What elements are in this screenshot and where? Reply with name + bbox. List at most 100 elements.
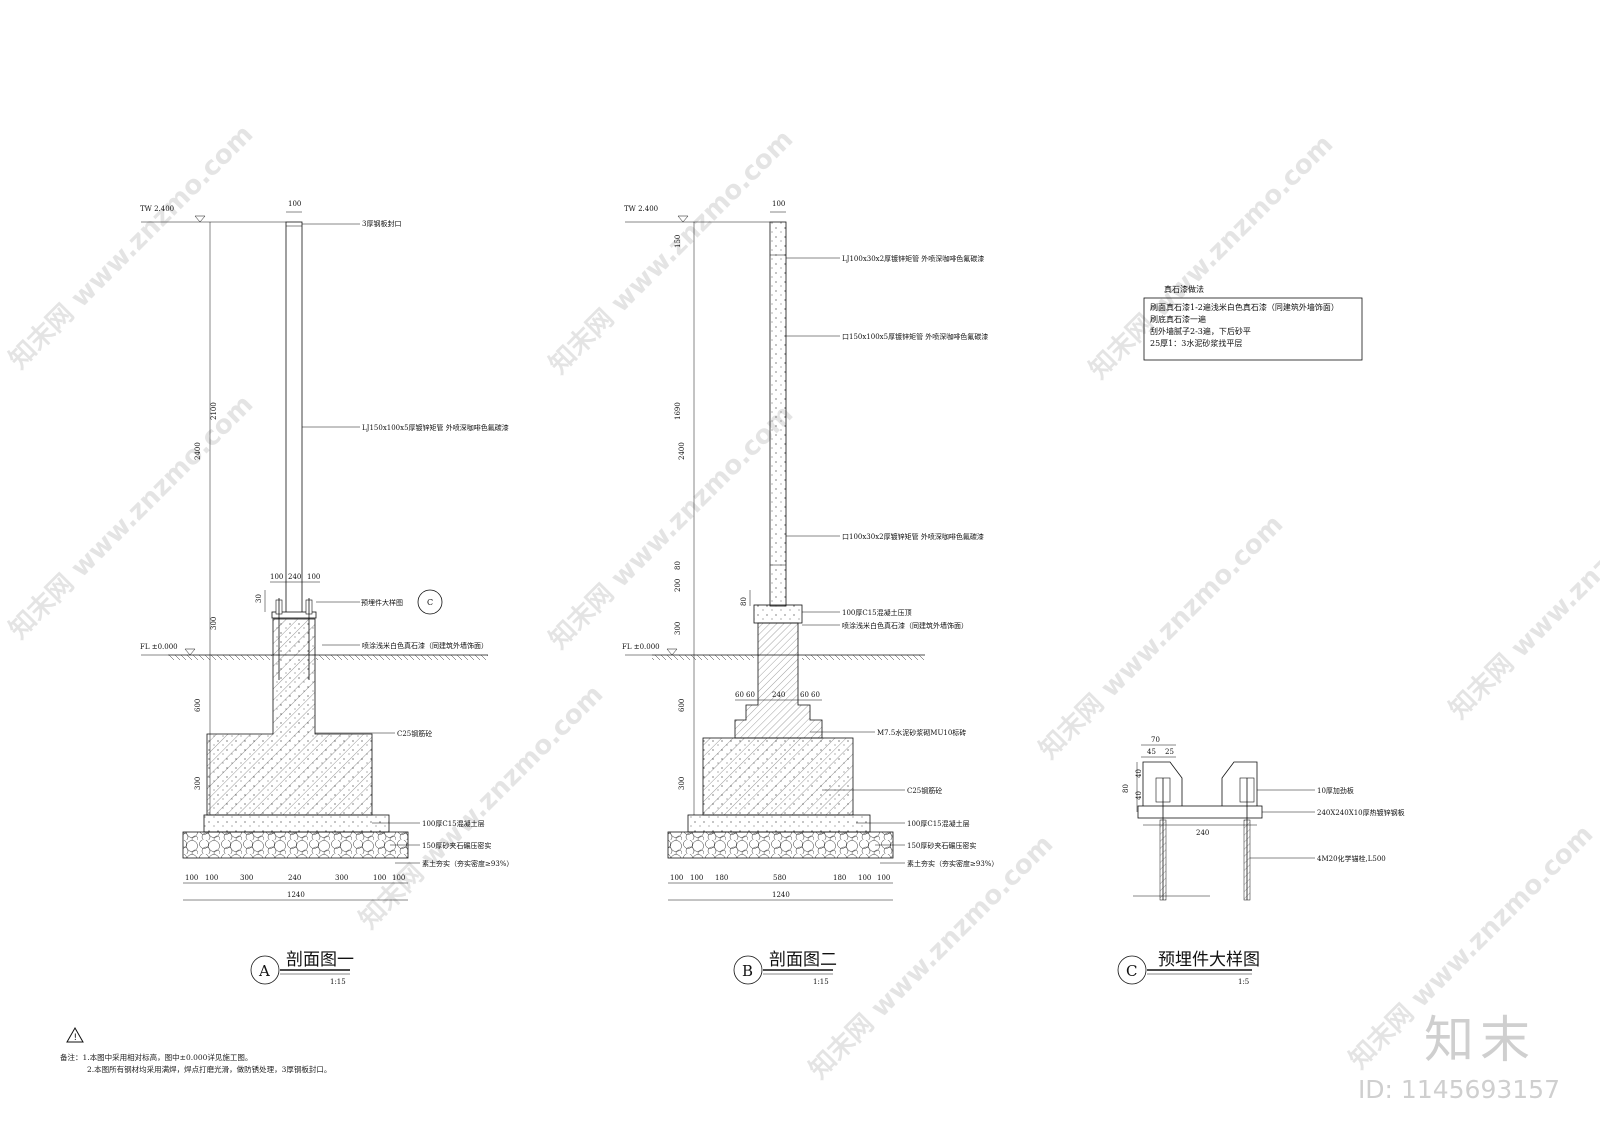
svg-text:!: ! — [74, 1033, 78, 1043]
detail-ref-letter: C — [427, 598, 433, 607]
label-b: 喷涂浅米白色真石漆（同建筑外墙饰面） — [842, 621, 968, 630]
concrete-cap — [753, 604, 803, 624]
brand-logo: 知末 — [1424, 1011, 1536, 1069]
section-b-text: TW 2.400 FL ±0.000 100 2400 150 1690 80 … — [622, 200, 998, 986]
dim-v-a: 2400 — [194, 442, 202, 460]
warning-icon: ! — [66, 1027, 84, 1043]
dim-bottom-b: 100 — [670, 874, 683, 882]
label-a: 素土夯实（夯实密度≥93%） — [422, 859, 513, 868]
label-b: 口150x100x5厚镀锌矩管 外喷深咖啡色氟碳漆 — [842, 332, 988, 341]
c15-layer — [687, 814, 871, 833]
section-c-scale: 1:5 — [1238, 978, 1249, 986]
label-a: 预埋件大样图 — [361, 598, 403, 607]
section-c-letter: C — [1126, 962, 1137, 980]
dim-mid-b: 60 — [735, 691, 744, 699]
dim-bottom-b: 100 — [877, 874, 890, 882]
section-b-drawing — [625, 211, 925, 985]
gravel-layer — [667, 831, 894, 859]
elev-top-a: TW 2.400 — [140, 205, 174, 213]
dim-mid-a: 240 — [288, 573, 301, 581]
label-c: 10厚加劲板 — [1317, 786, 1354, 795]
dim-v-b: 80 — [740, 597, 748, 606]
dim-total-b: 1240 — [772, 891, 790, 899]
label-b: 素土夯实（夯实密度≥93%） — [907, 859, 998, 868]
label-a: 100厚C15混凝土层 — [422, 819, 485, 828]
steel-post — [285, 221, 303, 615]
section-b-letter: B — [742, 962, 753, 980]
dim-c: 45 — [1147, 748, 1156, 756]
dim-mid-a: 100 — [270, 573, 283, 581]
section-a-letter: A — [258, 962, 270, 980]
dim-v-b: 80 — [674, 561, 682, 570]
watermark-text: 知末网 www.znzmo.com — [4, 389, 259, 644]
section-c-drawing — [1117, 744, 1315, 985]
label-b: 100厚C15混凝土压顶 — [842, 608, 912, 617]
dim-mid-b: 60 — [811, 691, 820, 699]
dim-v-b: 200 — [674, 579, 682, 592]
watermark-text: 知末网 www.znzmo.com — [1444, 469, 1600, 724]
dim-top-a: 100 — [288, 200, 301, 208]
stone-paint-line: 25厚1：3水泥砂浆找平层 — [1150, 338, 1242, 348]
label-b: 150厚砂夹石碾压密实 — [907, 841, 976, 850]
dim-v-b: 300 — [674, 622, 682, 635]
dim-bottom-b: 100 — [690, 874, 703, 882]
elev-top-b: TW 2.400 — [624, 205, 658, 213]
dim-mid-b: 240 — [772, 691, 785, 699]
dim-mid-b: 60 — [746, 691, 755, 699]
note-line: 2.本图所有钢材均采用满焊，焊点打磨光滑，做防锈处理，3厚钢板封口。 — [87, 1065, 332, 1074]
dim-v-b: 1690 — [674, 402, 682, 420]
note-line: 备注：1.本图中采用相对标高，图中±0.000详见施工图。 — [60, 1053, 253, 1062]
dim-bottom-a: 300 — [240, 874, 253, 882]
elev-floor-a: FL ±0.000 — [140, 643, 178, 651]
label-a: C25钢筋砼 — [397, 729, 432, 738]
label-b: 100厚C15混凝土层 — [907, 819, 970, 828]
watermark-text: 知末网 www.znzmo.com — [1034, 509, 1289, 764]
dim-v-b: 600 — [678, 699, 686, 712]
dim-bottom-a: 100 — [205, 874, 218, 882]
section-a-title: 剖面图一 — [286, 950, 354, 970]
dim-c: 25 — [1165, 748, 1174, 756]
resource-id: ID: 1145693157 — [1357, 1075, 1560, 1104]
section-c-text: 70 45 25 80 40 40 240 10厚加劲板 240X240X10厚… — [1122, 736, 1405, 986]
dim-v-a: 300 — [194, 777, 202, 790]
c15-layer — [203, 814, 390, 833]
anchor-bolt — [1243, 819, 1251, 901]
label-c: 4M20化学锚栓,L500 — [1317, 854, 1386, 863]
stone-paint-line: 刮外墙腻子2-3遍，下后砂平 — [1150, 326, 1251, 336]
dim-c: 70 — [1151, 736, 1160, 744]
dim-c: 40 — [1135, 791, 1143, 800]
dim-mid-b: 60 — [800, 691, 809, 699]
dim-bottom-a: 100 — [185, 874, 198, 882]
dim-bottom-a: 240 — [288, 874, 301, 882]
section-a-text: TW 2.400 FL ±0.000 100 2400 2100 300 600… — [140, 200, 513, 986]
anchor-bolt — [1159, 819, 1167, 901]
embedded-plate — [271, 611, 317, 619]
dim-v-b: 2400 — [678, 442, 686, 460]
dim-bottom-a: 300 — [335, 874, 348, 882]
dim-bottom-b: 180 — [715, 874, 728, 882]
watermark-text: 知末网 www.znzmo.com — [4, 119, 259, 374]
dim-v-a: 30 — [255, 594, 263, 603]
dim-bottom-b: 580 — [773, 874, 786, 882]
section-a-scale: 1:15 — [330, 978, 346, 986]
dim-bottom-a: 100 — [373, 874, 386, 882]
watermark-text: 知末网 www.znzmo.com — [544, 124, 799, 379]
section-b-title: 剖面图二 — [769, 950, 837, 970]
label-a: 3厚钢板封口 — [362, 219, 401, 228]
label-a: 150厚砂夹石碾压密实 — [422, 841, 491, 850]
steel-post — [769, 221, 787, 607]
dim-c: 40 — [1135, 769, 1143, 778]
section-b-scale: 1:15 — [813, 978, 829, 986]
detail-ref-bubble — [417, 589, 443, 615]
dim-c: 240 — [1196, 829, 1209, 837]
stone-paint-line: 刷底真石漆一遍 — [1150, 314, 1206, 324]
dim-v-a: 300 — [210, 617, 218, 630]
section-a-drawing — [141, 211, 488, 985]
dim-mid-a: 100 — [307, 573, 320, 581]
label-a: 喷涂浅米白色真石漆（同建筑外墙饰面） — [362, 641, 488, 650]
dim-total-a: 1240 — [287, 891, 305, 899]
label-b: C25钢筋砼 — [907, 786, 942, 795]
label-b: LJ100x30x2厚镀锌矩管 外喷深咖啡色氟碳漆 — [842, 254, 984, 263]
dim-c: 80 — [1122, 784, 1130, 793]
